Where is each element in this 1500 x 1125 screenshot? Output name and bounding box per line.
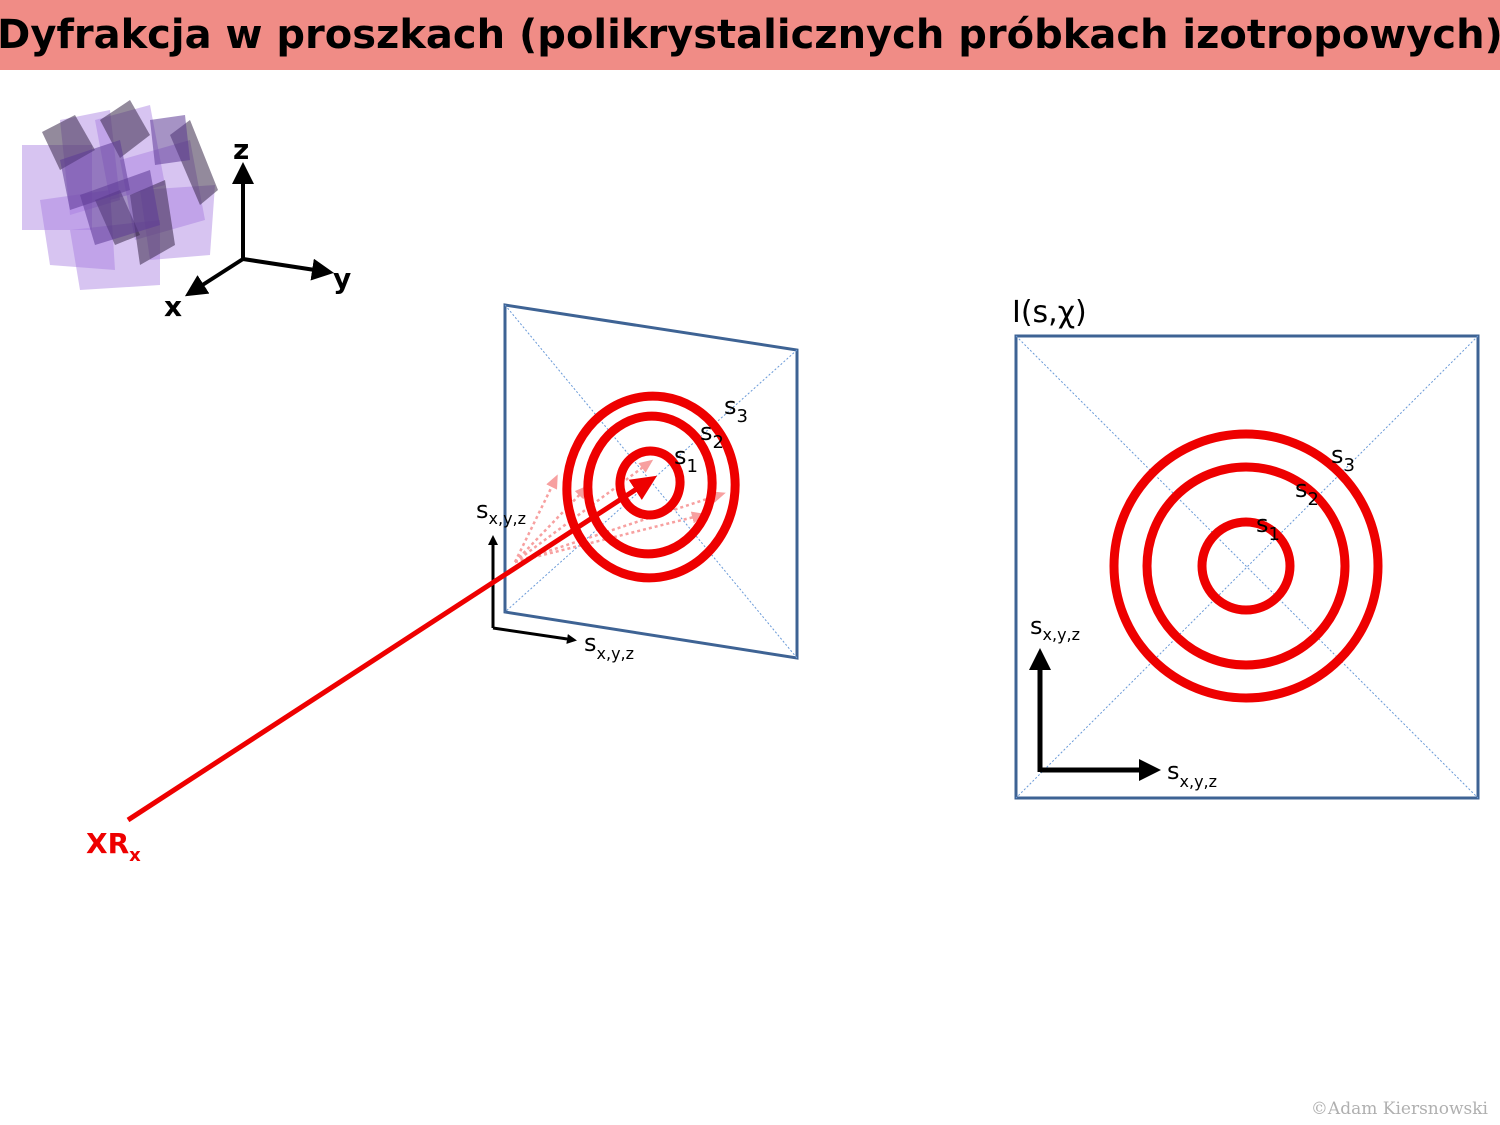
tilted-ring-s1 — [615, 446, 685, 520]
front-h-axis-label: sx,y,z — [1167, 757, 1217, 791]
tilted-ring-label-s1: s1 — [674, 442, 698, 477]
z-axis-label: z — [233, 133, 249, 166]
front-rings — [1109, 429, 1383, 703]
crystal-cluster-icon — [22, 100, 218, 290]
tilted-v-axis-label: sx,y,z — [476, 496, 526, 528]
copyright-notice: ©Adam Kiersnowski — [1310, 1099, 1488, 1119]
tilted-ring-s2 — [583, 411, 717, 559]
title-bar: Dyfrakcja w proszkach (polikrystalicznyc… — [0, 0, 1500, 70]
page-title: Dyfrakcja w proszkach (polikrystalicznyc… — [0, 12, 1500, 58]
y-axis-arrow — [242, 257, 334, 281]
front-ring-label-s3: s3 — [1331, 441, 1355, 476]
tilted-ring-s3 — [562, 391, 740, 583]
front-detector: I(s,χ) s3 s2 s1 sx,y,z sx,y,z — [1012, 295, 1480, 800]
front-detector-frame — [1014, 334, 1480, 800]
front-ring-label-s1: s1 — [1256, 510, 1280, 545]
front-ring-s1 — [1197, 517, 1295, 615]
x-axis-arrow — [184, 257, 245, 297]
tilted-detector: s3 s2 s1 sx,y,z sx,y,z — [476, 303, 799, 663]
axes-3d: z y x — [164, 133, 351, 323]
x-axis-label: x — [164, 290, 182, 323]
intensity-label: I(s,χ) — [1012, 295, 1087, 330]
tilted-ring-label-s2: s2 — [700, 418, 724, 453]
tilted-h-axis-label: sx,y,z — [584, 629, 634, 663]
front-ring-s2 — [1142, 462, 1350, 670]
tilted-ring-label-s3: s3 — [724, 392, 748, 427]
tilted-detector-frame — [503, 303, 799, 660]
tilted-h-axis-arrow — [492, 626, 577, 644]
beam-label: XRx — [86, 827, 141, 866]
tilted-rings — [562, 391, 740, 583]
front-ring-s3 — [1109, 429, 1383, 703]
front-v-axis-label: sx,y,z — [1030, 612, 1080, 644]
y-axis-label: y — [333, 262, 351, 295]
front-ring-label-s2: s2 — [1295, 475, 1319, 510]
incident-xray-beam — [126, 475, 658, 823]
